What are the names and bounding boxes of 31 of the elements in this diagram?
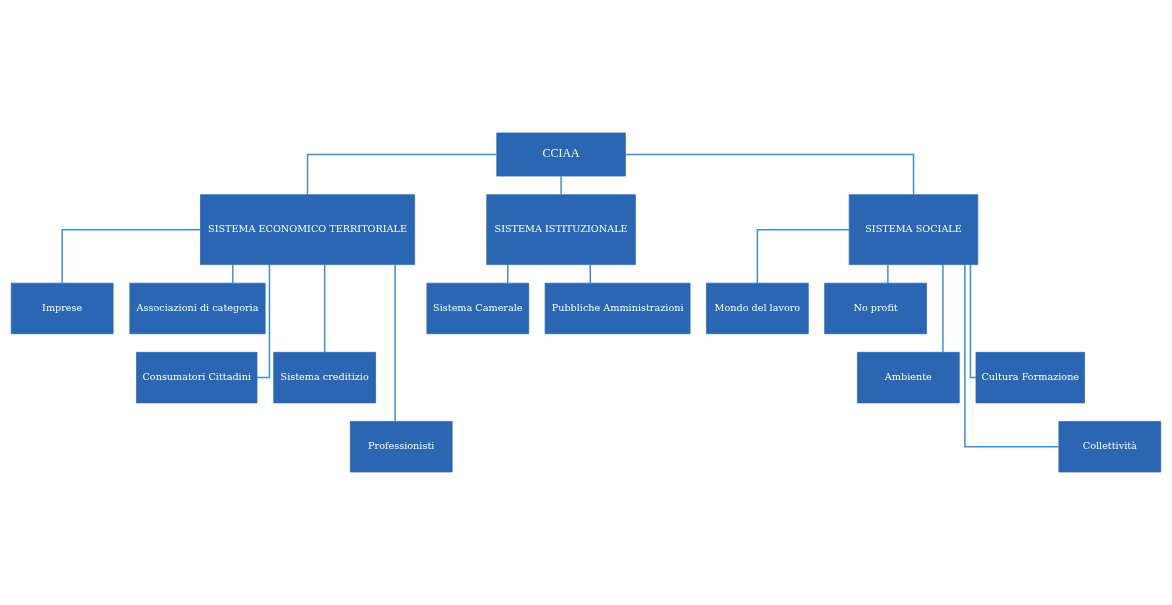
connector — [964, 264, 1060, 448]
node-box: Cultura Formazione — [975, 351, 1085, 404]
connector — [507, 263, 509, 284]
connector — [256, 263, 271, 379]
node-box: SISTEMA ECONOMICO TERRITORIALE — [200, 194, 415, 265]
node-box: Professionisti — [349, 421, 453, 473]
connector — [394, 264, 396, 422]
connector — [756, 228, 850, 284]
connector — [61, 228, 202, 284]
connector — [969, 263, 977, 379]
node-box: Mondo del lavoro — [706, 282, 809, 335]
node-box: Sistema Camerale — [426, 282, 530, 335]
node-box: Pubbliche Amministrazioni — [544, 282, 691, 335]
node-box: SISTEMA ISTITUZIONALE — [486, 194, 636, 265]
connector — [306, 153, 498, 196]
node-box: SISTEMA SOCIALE — [848, 194, 979, 265]
node-box: Sistema creditizio — [273, 351, 376, 404]
node-box: Associazioni di categoria — [129, 282, 266, 335]
connector — [560, 175, 562, 196]
connector — [589, 263, 592, 284]
node-box: No profit — [824, 282, 927, 335]
connector — [624, 153, 915, 196]
node-box: Imprese — [10, 282, 114, 335]
node-box: Consumatori Cittadini — [136, 351, 258, 404]
connector — [232, 263, 234, 284]
connector — [887, 263, 889, 284]
connector — [942, 263, 944, 353]
node-box: Collettività — [1058, 421, 1162, 473]
connector — [323, 263, 326, 353]
node-box: Ambiente — [857, 351, 960, 404]
node-box: CCIAA — [496, 132, 626, 177]
